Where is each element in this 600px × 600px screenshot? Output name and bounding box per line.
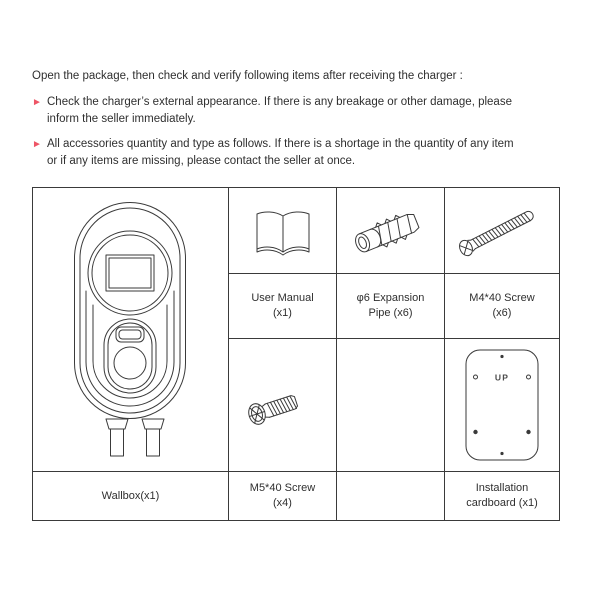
bullet-item-appearance: ► Check the charger’s external appearanc… <box>32 94 580 128</box>
item-label-line: Installation <box>475 482 529 494</box>
cardboard-up-marking: UP <box>495 373 509 383</box>
bullet-text: All accessories quantity and type as fol… <box>47 136 580 170</box>
expansion-pipe-image-cell <box>337 188 444 273</box>
installation-cardboard-icon: UP <box>465 349 539 461</box>
user-manual-image-cell <box>229 188 336 273</box>
item-label-line: cardboard (x1) <box>466 497 538 509</box>
item-label-line: (x4) <box>273 497 292 509</box>
bullet-item-accessories: ► All accessories quantity and type as f… <box>32 136 580 170</box>
m4-screw-image-cell <box>445 188 559 273</box>
wallbox-illustration <box>74 202 186 457</box>
installation-cardboard-label-cell: Installation cardboard (x1) <box>445 472 559 520</box>
bullet-line: inform the seller immediately. <box>47 113 196 125</box>
bullet-line: All accessories quantity and type as fol… <box>47 138 514 150</box>
user-manual-book-icon <box>256 210 309 255</box>
installation-cardboard-image-cell: UP <box>445 339 559 471</box>
user-manual-label-cell: User Manual (x1) <box>229 274 336 338</box>
bullet-arrow-icon: ► <box>32 97 42 108</box>
bullet-line: Check the charger’s external appearance.… <box>47 96 512 108</box>
m4-screw-label-cell: M4*40 Screw (x6) <box>445 274 559 338</box>
bullet-arrow-icon: ► <box>32 139 42 150</box>
item-label-line: User Manual <box>251 292 314 304</box>
wallbox-image-cell <box>33 188 228 471</box>
item-label-line: Pipe (x6) <box>368 307 413 319</box>
item-label-line: (x1) <box>273 307 292 319</box>
item-label-line: (x6) <box>492 307 512 319</box>
bullet-text: Check the charger’s external appearance.… <box>47 94 580 128</box>
m5-screw-image-cell <box>229 339 336 471</box>
empty-cell <box>337 339 444 471</box>
bullet-line: or if any items are missing, please cont… <box>47 155 356 167</box>
accessories-table: User Manual (x1) φ6 Expansion Pipe (x6) … <box>32 187 560 521</box>
empty-label-cell <box>337 472 444 520</box>
m5-screw-icon <box>247 395 298 425</box>
item-label-line: M4*40 Screw <box>469 292 535 304</box>
item-label-line: M5*40 Screw <box>249 482 316 494</box>
instructions-text-block: Open the package, then check and verify … <box>32 68 580 178</box>
item-label-line: Wallbox(x1) <box>101 489 160 502</box>
wallbox-label-cell: Wallbox(x1) <box>33 472 228 520</box>
item-label-line: φ6 Expansion <box>356 292 425 304</box>
m5-screw-label-cell: M5*40 Screw (x4) <box>229 472 336 520</box>
expansion-pipe-label-cell: φ6 Expansion Pipe (x6) <box>337 274 444 338</box>
intro-paragraph: Open the package, then check and verify … <box>32 70 463 82</box>
expansion-pipe-icon <box>354 213 419 252</box>
m4-screw-icon <box>459 210 534 256</box>
